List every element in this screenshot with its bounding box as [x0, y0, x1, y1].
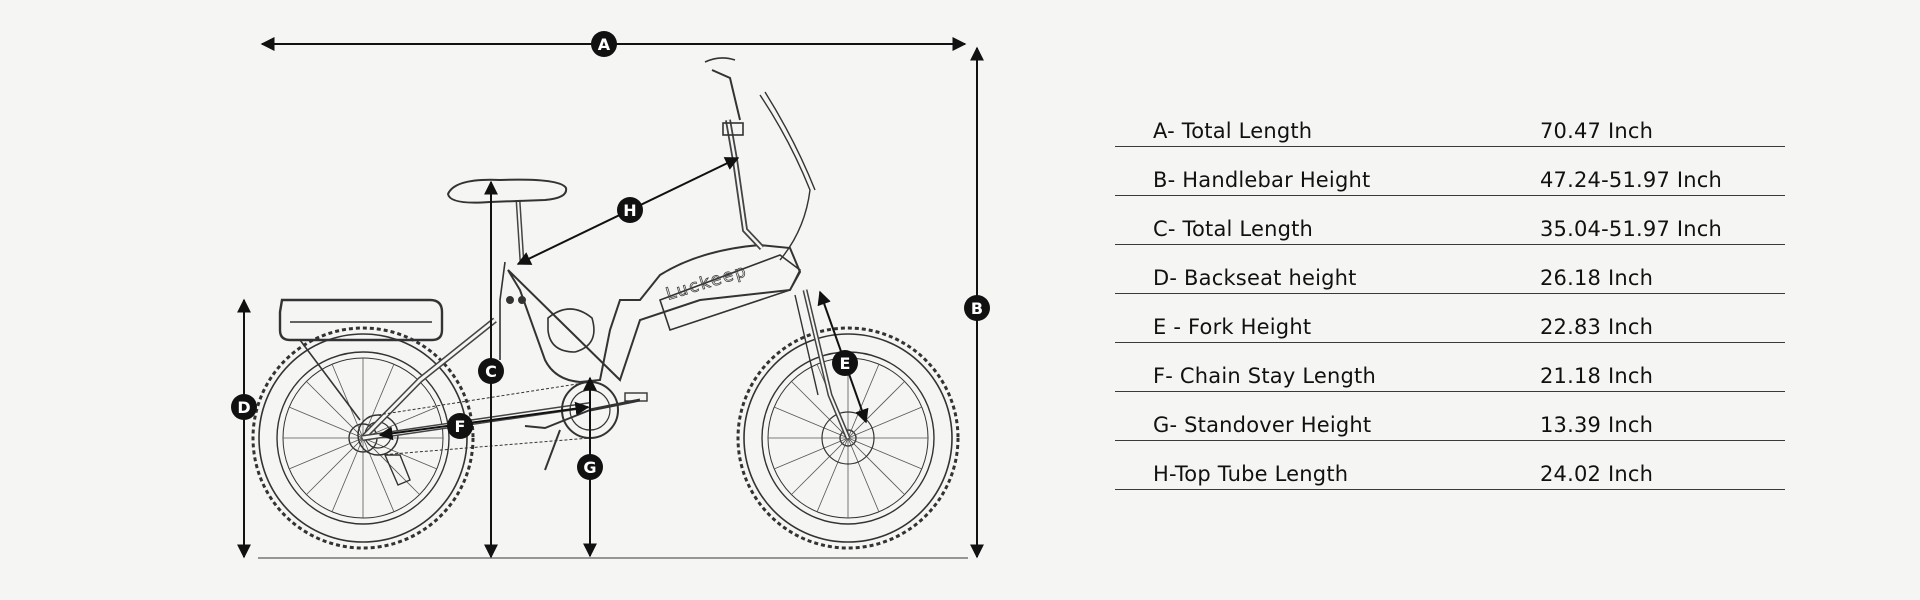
- spec-label: A- Total Length: [1153, 119, 1313, 143]
- spec-value: 35.04-51.97 Inch: [1540, 217, 1723, 241]
- marker-b: B: [964, 295, 990, 321]
- spec-value: 24.02 Inch: [1540, 462, 1654, 486]
- svg-text:F: F: [455, 417, 466, 436]
- spec-table: A- Total Length 70.47 Inch B- Handlebar …: [1115, 98, 1785, 490]
- svg-text:D: D: [237, 398, 250, 417]
- spec-value: 47.24-51.97 Inch: [1540, 168, 1723, 192]
- svg-text:H: H: [623, 201, 636, 220]
- spec-label: H-Top Tube Length: [1153, 462, 1349, 486]
- spec-row-a: A- Total Length 70.47 Inch: [1115, 98, 1785, 147]
- spec-row-c: C- Total Length 35.04-51.97 Inch: [1115, 196, 1785, 245]
- marker-c: C: [478, 358, 504, 384]
- spec-value: 13.39 Inch: [1540, 413, 1654, 437]
- svg-text:B: B: [971, 299, 983, 318]
- spec-value: 21.18 Inch: [1540, 364, 1654, 388]
- spec-value: 22.83 Inch: [1540, 315, 1654, 339]
- spec-value: 26.18 Inch: [1540, 266, 1654, 290]
- spec-label: F- Chain Stay Length: [1153, 364, 1376, 388]
- spec-value: 70.47 Inch: [1540, 119, 1654, 143]
- dim-line-f: [378, 401, 590, 441]
- spec-label: E - Fork Height: [1153, 315, 1312, 339]
- spec-row-d: D- Backseat height 26.18 Inch: [1115, 245, 1785, 294]
- spec-label: G- Standover Height: [1153, 413, 1372, 437]
- marker-g: G: [577, 454, 603, 480]
- svg-text:G: G: [583, 458, 596, 477]
- bike-dimension-diagram: Luckeep A B C D E F G H: [231, 31, 990, 559]
- marker-f: F: [447, 413, 473, 439]
- spec-row-h: H-Top Tube Length 24.02 Inch: [1115, 441, 1785, 490]
- spec-row-g: G- Standover Height 13.39 Inch: [1115, 392, 1785, 441]
- svg-text:A: A: [598, 35, 611, 54]
- spec-row-b: B- Handlebar Height 47.24-51.97 Inch: [1115, 147, 1785, 196]
- spec-label: B- Handlebar Height: [1153, 168, 1371, 192]
- spec-label: D- Backseat height: [1153, 266, 1357, 290]
- spec-row-f: F- Chain Stay Length 21.18 Inch: [1115, 343, 1785, 392]
- spec-label: C- Total Length: [1153, 217, 1314, 241]
- svg-text:C: C: [485, 362, 497, 381]
- svg-text:E: E: [840, 354, 851, 373]
- spec-row-e: E - Fork Height 22.83 Inch: [1115, 294, 1785, 343]
- bike-frame: [278, 57, 851, 471]
- brand-logo: Luckeep: [664, 261, 750, 305]
- marker-a: A: [591, 31, 617, 57]
- marker-e: E: [832, 350, 858, 376]
- marker-d: D: [231, 394, 257, 420]
- marker-h: H: [617, 197, 643, 223]
